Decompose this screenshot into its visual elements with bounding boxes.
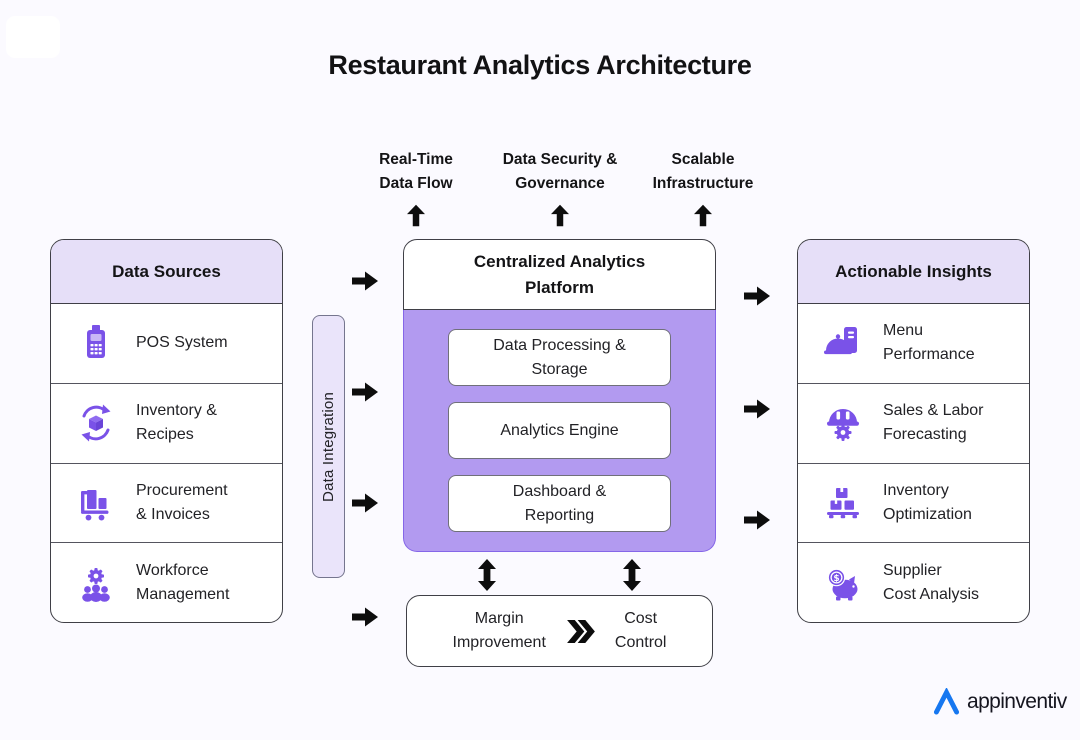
appinventiv-logo-icon	[933, 688, 960, 715]
module-dashboard-reporting: Dashboard & Reporting	[448, 475, 671, 532]
list-item-label: Inventory Optimization	[883, 481, 972, 523]
inventory-sync-icon	[81, 404, 111, 442]
actionable-insights-header: Actionable Insights	[798, 240, 1029, 304]
list-item-label: POS System	[136, 334, 228, 352]
data-sources-panel: Data Sources POS System Inventor	[50, 239, 283, 623]
list-item-inventory-recipes: Inventory & Recipes	[51, 384, 282, 464]
list-item-label: Inventory & Recipes	[136, 402, 217, 444]
list-item-supplier-cost-analysis: $ Supplier Cost Analysis	[798, 543, 1029, 622]
pos-terminal-icon	[87, 325, 105, 359]
platform-title: Centralized Analytics Platform	[403, 239, 716, 310]
arrow-up-icon	[551, 204, 569, 227]
outcome-cost-control: Cost Control	[614, 610, 667, 651]
menu-cloche-icon	[824, 327, 857, 355]
double-chevron-right-icon	[566, 619, 595, 643]
list-item-label: Procurement & Invoices	[136, 481, 228, 523]
appinventiv-logo: appinventiv	[933, 688, 1067, 715]
corner-accent	[6, 16, 60, 58]
list-item-sales-labor-forecasting: Sales & Labor Forecasting	[798, 384, 1029, 464]
arrow-up-icon	[694, 204, 712, 227]
arrow-right-icon	[352, 607, 378, 627]
piggy-bank-icon: $	[827, 568, 858, 601]
benefit-scalable-infrastructure: Scalable Infrastructure	[613, 148, 793, 227]
double-arrow-vertical-icon	[623, 559, 641, 591]
outcomes-box: Margin Improvement Cost Control	[406, 595, 713, 667]
platform-body: Data Processing & Storage Analytics Engi…	[403, 310, 716, 552]
list-item-menu-performance: Menu Performance	[798, 304, 1029, 384]
benefit-label: Scalable Infrastructure	[652, 151, 754, 193]
outcome-margin-improvement: Margin Improvement	[452, 610, 546, 651]
hand-truck-icon	[81, 489, 109, 521]
arrow-right-icon	[744, 510, 770, 530]
actionable-insights-panel: Actionable Insights Menu Performance	[797, 239, 1030, 623]
arrow-right-icon	[352, 382, 378, 402]
list-item-label: Sales & Labor Forecasting	[883, 402, 984, 444]
data-sources-header: Data Sources	[51, 240, 282, 304]
arrow-right-icon	[744, 286, 770, 306]
team-gear-icon	[82, 567, 110, 602]
pallet-boxes-icon	[827, 487, 859, 519]
centralized-analytics-platform: Centralized Analytics Platform Data Proc…	[403, 239, 716, 552]
arrow-right-icon	[744, 399, 770, 419]
list-item-pos-system: POS System	[51, 304, 282, 384]
module-data-processing-storage: Data Processing & Storage	[448, 329, 671, 386]
benefit-label: Data Security & Governance	[502, 151, 618, 193]
list-item-label: Workforce Management	[136, 561, 230, 603]
benefit-data-security-governance: Data Security & Governance	[470, 148, 650, 227]
page-title: Restaurant Analytics Architecture	[328, 50, 752, 80]
arrow-up-icon	[407, 204, 425, 227]
svg-text:$: $	[833, 573, 839, 583]
benefit-realtime-data-flow: Real-Time Data Flow	[326, 148, 506, 227]
module-analytics-engine: Analytics Engine	[448, 402, 671, 459]
list-item-workforce-management: Workforce Management	[51, 543, 282, 622]
arrow-right-icon	[352, 271, 378, 291]
data-integration-bar: Data Integration	[312, 315, 345, 578]
list-item-label: Menu Performance	[883, 322, 975, 364]
data-integration-label: Data Integration	[320, 391, 337, 502]
list-item-procurement-invoices: Procurement & Invoices	[51, 464, 282, 544]
list-item-label: Supplier Cost Analysis	[883, 561, 980, 603]
hardhat-gear-icon	[827, 409, 859, 442]
arrow-right-icon	[352, 493, 378, 513]
double-arrow-vertical-icon	[478, 559, 496, 591]
benefit-label: Real-Time Data Flow	[379, 151, 453, 193]
appinventiv-logo-text: appinventiv	[967, 689, 1067, 713]
list-item-inventory-optimization: Inventory Optimization	[798, 464, 1029, 544]
